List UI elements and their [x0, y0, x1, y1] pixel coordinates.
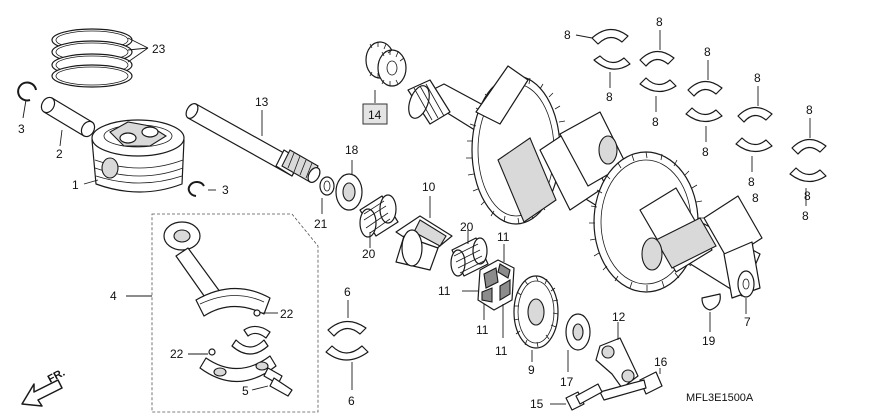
piston-pin-clip: [17, 81, 37, 102]
diagram-code: MFL3E1500A: [686, 392, 754, 404]
rod-bearing-pair: [325, 320, 369, 361]
crankshaft-7: [407, 65, 763, 299]
main-bearing-pair-3: [685, 80, 723, 123]
callout-20-left: 20: [362, 247, 376, 261]
callout-labels: 23 3 2 1 3 13 14 18 21 20 10 20 11 11 11…: [18, 15, 813, 411]
callout-10: 10: [422, 180, 436, 194]
washer-21: [319, 176, 335, 196]
callout-21: 21: [314, 217, 328, 231]
callout-22-upper: 22: [280, 307, 294, 321]
shaft-13: [185, 103, 321, 183]
callout-7: 7: [744, 315, 751, 329]
callout-8-a: 8: [564, 28, 571, 42]
callout-8-e: 8: [704, 45, 711, 59]
callout-12: 12: [612, 310, 626, 324]
callout-8-c: 8: [656, 15, 663, 29]
thrust-washer-17: [565, 313, 591, 351]
callout-4: 4: [110, 289, 117, 303]
bolt-15: [565, 383, 603, 411]
callout-2: 2: [56, 147, 63, 161]
front-label: FR.: [46, 367, 67, 386]
bracket-12: [595, 337, 639, 389]
piston-pin: [40, 96, 96, 138]
front-direction-arrow: [21, 379, 63, 407]
connecting-rod-group-4: [126, 213, 319, 413]
callout-13: 13: [255, 95, 269, 109]
washer-18: [335, 173, 363, 211]
callout-6-bottom: 6: [348, 394, 355, 408]
callout-3-right: 3: [222, 183, 229, 197]
primary-drive-gear-9: [513, 275, 559, 349]
callout-23: 23: [152, 42, 166, 56]
callout-20-right: 20: [460, 220, 474, 234]
piston-ring-set: [51, 28, 133, 88]
callout-1: 1: [72, 178, 79, 192]
callout-11-top: 11: [497, 230, 510, 244]
starter-gear-14: [365, 41, 407, 87]
main-bearing-pair-5: [789, 138, 827, 183]
callout-8-f: 8: [702, 145, 709, 159]
collar-10: [395, 215, 453, 271]
callout-11-bottom-left: 11: [476, 323, 489, 337]
needle-bearing-20a: [359, 194, 399, 238]
woodruff-key-19: [701, 293, 721, 311]
callout-8-h: 8: [748, 175, 755, 189]
callout-8-g: 8: [754, 71, 761, 85]
callout-6-top: 6: [344, 285, 351, 299]
callout-19: 19: [702, 334, 716, 348]
piston: [91, 119, 185, 193]
callout-8-b: 8: [606, 90, 613, 104]
callout-5: 5: [242, 384, 249, 398]
main-bearing-pair-4: [735, 106, 773, 153]
callout-18: 18: [345, 143, 359, 157]
callout-8-d: 8: [652, 115, 659, 129]
main-bearing-pair-1: [591, 28, 631, 70]
callout-17: 17: [560, 375, 574, 389]
needle-bearing-20b: [450, 237, 489, 277]
bolt-16: [599, 371, 663, 401]
callout-22-lower: 22: [170, 347, 184, 361]
callout-8-i: 8: [806, 103, 813, 117]
callout-9: 9: [528, 363, 535, 377]
damper-rubbers-11: [477, 259, 515, 311]
main-bearing-pair-2: [639, 50, 677, 93]
callout-8-j: 8: [802, 209, 809, 223]
ref-box-14: [362, 103, 388, 125]
callout-8-k: 8: [752, 191, 759, 205]
callout-11-bottom: 11: [495, 344, 508, 358]
callout-14: 14: [368, 108, 382, 122]
callout-16: 16: [654, 355, 668, 369]
callout-3-left: 3: [18, 122, 25, 136]
callout-15: 15: [530, 397, 544, 411]
callout-11-left: 11: [438, 284, 451, 298]
callout-8-l: 8: [804, 189, 811, 203]
